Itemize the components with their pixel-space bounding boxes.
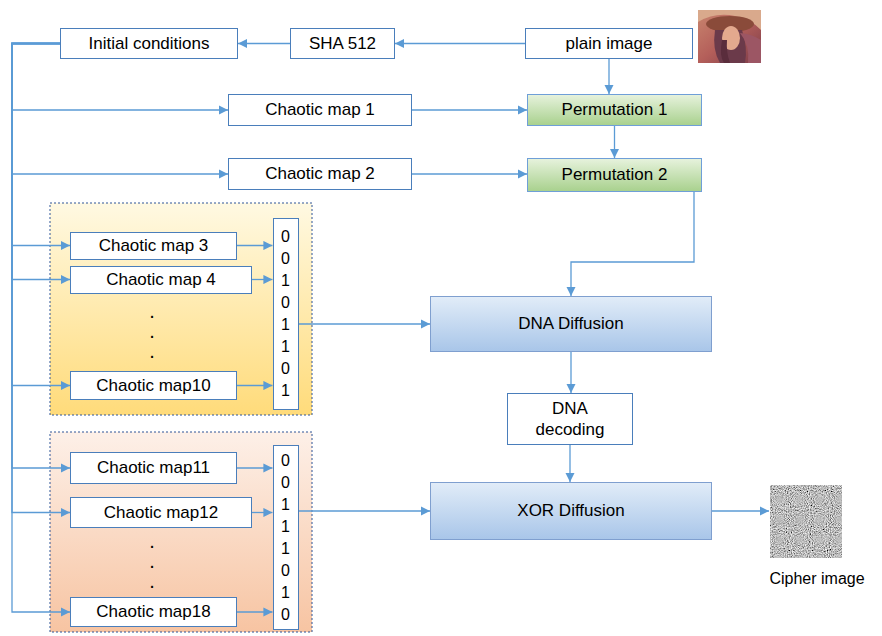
process-box: SHA 512: [290, 28, 395, 59]
flow-arrow: [238, 43, 290, 44]
node-text: Chaotic map10: [96, 376, 210, 396]
flow-arrow: [12, 44, 228, 175]
permutation-box: Permutation 2: [527, 158, 702, 192]
chaotic-map-box: Chaotic map10: [70, 371, 237, 400]
permutation-box: Permutation 1: [527, 94, 702, 126]
node-text: Chaotic map 4: [106, 270, 216, 290]
flow-arrow: [412, 173, 527, 174]
flow-arrow: [252, 279, 273, 280]
plain-image-photo: [698, 10, 761, 63]
flow-arrow: [412, 109, 527, 110]
ellipsis-dot: .: [149, 550, 155, 573]
flow-arrow: [571, 192, 694, 296]
node-text: Chaotic map11: [97, 458, 210, 478]
ellipsis-dot: .: [149, 530, 155, 553]
flow-arrow: [569, 445, 570, 482]
yellow-group: [50, 203, 312, 415]
flow-arrow: [237, 245, 273, 246]
flow-arrow: [299, 323, 431, 324]
flow-arrow: [12, 44, 70, 280]
output-arrow: [712, 510, 769, 511]
image-caption: Cipher image: [769, 570, 864, 588]
chaotic-map-box: Chaotic map 4: [70, 266, 252, 294]
diffusion-box: DNA Diffusion: [430, 296, 712, 352]
flow-arrow: [252, 512, 273, 513]
flow-arrow: [12, 44, 70, 469]
flow-arrow: [237, 385, 273, 386]
flow-arrow: [608, 59, 609, 94]
node-text: XOR Diffusion: [517, 501, 624, 521]
chaotic-map-box: Chaotic map 1: [228, 94, 412, 126]
node-text: Chaotic map 1: [265, 100, 375, 120]
flow-arrow: [12, 44, 70, 513]
decoding-box: DNA decoding: [507, 393, 633, 445]
orange-group: [50, 432, 312, 632]
input-box: plain image: [525, 28, 693, 59]
diffusion-box: XOR Diffusion: [430, 482, 712, 540]
node-text: Chaotic map 2: [265, 164, 375, 184]
flow-arrow: [237, 611, 273, 612]
flow-arrow: [12, 44, 70, 386]
flow-arrow: [299, 510, 431, 511]
chaotic-map-box: Chaotic map 3: [70, 232, 237, 260]
node-text: DNA decoding: [528, 398, 612, 440]
ellipsis-dot: .: [149, 570, 155, 593]
ellipsis-dot: .: [149, 300, 155, 323]
chaotic-map-box: Chaotic map12: [70, 497, 252, 528]
node-text: Permutation 2: [562, 165, 668, 185]
flow-arrow: [12, 44, 70, 246]
bit-column: 0 0 1 0 1 1 0 1: [273, 218, 299, 410]
node-text: plain image: [566, 34, 653, 54]
node-text: DNA Diffusion: [518, 314, 624, 334]
process-box: Initial conditions: [60, 28, 238, 59]
chaotic-map-box: Chaotic map11: [70, 452, 237, 484]
ellipsis-dot: .: [149, 340, 155, 363]
node-text: 0 0 1 0 1 1 0 1: [280, 226, 291, 402]
chaotic-map-box: Chaotic map18: [70, 597, 237, 627]
flow-arrow: [570, 352, 571, 393]
node-text: Chaotic map12: [104, 503, 218, 523]
bit-column: 0 0 1 1 1 0 1 0: [273, 445, 299, 630]
flow-arrow: [12, 44, 70, 613]
node-text: Chaotic map 3: [99, 236, 209, 256]
node-text: SHA 512: [309, 34, 376, 54]
flow-arrow: [237, 467, 273, 468]
node-text: Chaotic map18: [96, 602, 210, 622]
cipher-image-noise: [770, 485, 842, 558]
ellipsis-dot: .: [149, 320, 155, 343]
node-text: Initial conditions: [89, 34, 210, 54]
node-text: Permutation 1: [562, 100, 668, 120]
flow-arrow: [395, 43, 525, 44]
node-text: 0 0 1 1 1 0 1 0: [280, 450, 291, 626]
chaotic-map-box: Chaotic map 2: [228, 158, 412, 190]
flow-arrow: [614, 126, 615, 158]
